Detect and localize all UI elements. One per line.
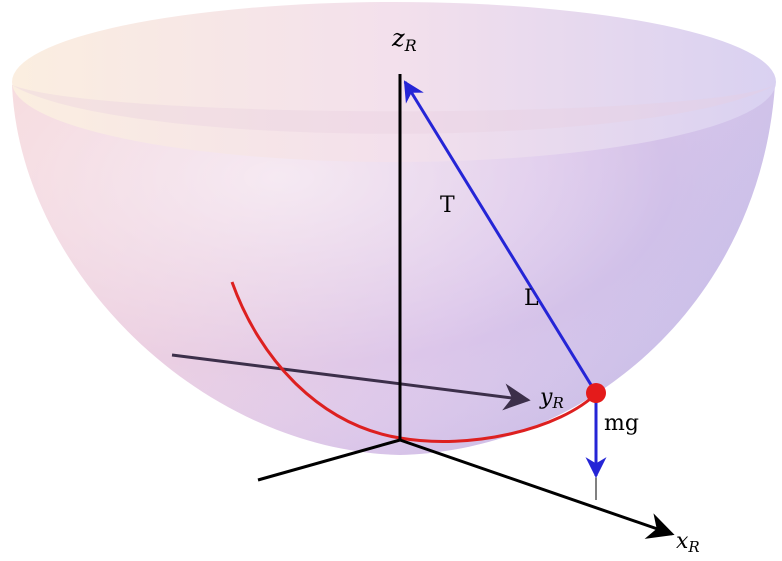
hemispherical-bowl bbox=[12, 2, 776, 455]
x-axis-negative bbox=[257, 438, 401, 482]
y-axis-letter: y bbox=[539, 385, 553, 410]
x-axis bbox=[399, 438, 675, 539]
pendulum-bob bbox=[586, 383, 606, 403]
tension-vector bbox=[403, 80, 598, 394]
y-axis-subscript: R bbox=[551, 394, 563, 412]
bowl-shading bbox=[12, 85, 775, 455]
tension-label: T bbox=[440, 193, 455, 218]
z-axis-label: zR bbox=[391, 24, 417, 55]
x-axis-letter: x bbox=[676, 529, 689, 554]
z-axis-letter: z bbox=[391, 24, 405, 52]
bowl-rim-inner-shadow bbox=[12, 85, 775, 134]
length-label: L bbox=[524, 286, 539, 311]
bowl-rim bbox=[12, 2, 776, 162]
z-axis-subscript: R bbox=[404, 36, 417, 55]
y-axis bbox=[171, 353, 531, 411]
x-axis-subscript: R bbox=[687, 538, 699, 556]
weight-label: mg bbox=[604, 411, 639, 436]
x-axis-label: xR bbox=[676, 529, 700, 556]
y-axis-label: yR bbox=[539, 385, 564, 412]
